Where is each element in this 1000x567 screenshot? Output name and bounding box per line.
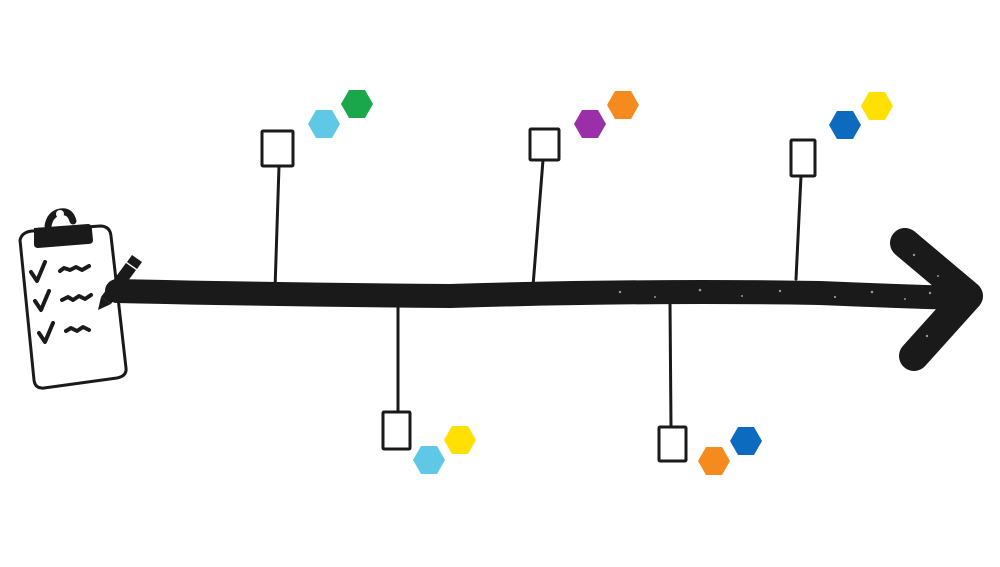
milestone-box-3[interactable] — [528, 127, 561, 162]
hexagon-icon-5b — [861, 92, 893, 120]
timeline-shaft — [105, 279, 972, 310]
milestone-box-2[interactable] — [381, 410, 412, 451]
hexagon-icon-2a — [413, 446, 445, 474]
hexagon-icon-2b — [444, 426, 476, 454]
hexagon-icon-4b — [730, 427, 762, 455]
milestone-box-5[interactable] — [789, 138, 817, 178]
milestone-box-1[interactable] — [260, 129, 295, 168]
arrow-head-icon — [890, 228, 983, 371]
stem-3 — [531, 158, 545, 288]
stem-4 — [668, 300, 673, 429]
hexagon-icon-3b — [607, 91, 639, 119]
hexagon-icon-3a — [574, 110, 606, 138]
shaft-texture — [618, 253, 939, 338]
milestone-stems — [273, 158, 803, 429]
hexagon-icon-5a — [829, 111, 861, 139]
hexagon-icon-4a — [698, 447, 730, 475]
milestone-boxes — [260, 127, 817, 463]
stem-5 — [794, 174, 803, 281]
stem-1 — [273, 164, 281, 291]
hexagon-icon-1a — [308, 110, 340, 138]
hexagon-markers — [308, 90, 893, 475]
milestone-box-4[interactable] — [657, 425, 688, 463]
hexagon-icon-1b — [341, 90, 373, 118]
clipboard-checklist-icon — [18, 208, 128, 390]
